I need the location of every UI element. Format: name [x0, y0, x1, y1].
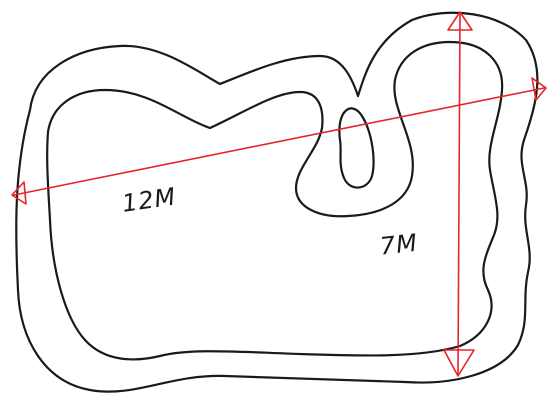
width-arrow-bottom-icon: [443, 349, 475, 377]
length-dimension-line: [13, 87, 545, 196]
width-label: 7M: [379, 229, 420, 261]
length-arrow-right-icon: [531, 77, 547, 101]
track-inner-boundary: [46, 40, 504, 361]
track-inner-loop: [338, 107, 375, 189]
width-dimension-line: [457, 13, 461, 375]
length-arrow-left-icon: [11, 181, 27, 205]
width-arrow-top-icon: [447, 11, 473, 31]
length-label: 12M: [120, 182, 178, 217]
track-outer-boundary: [15, 11, 539, 393]
